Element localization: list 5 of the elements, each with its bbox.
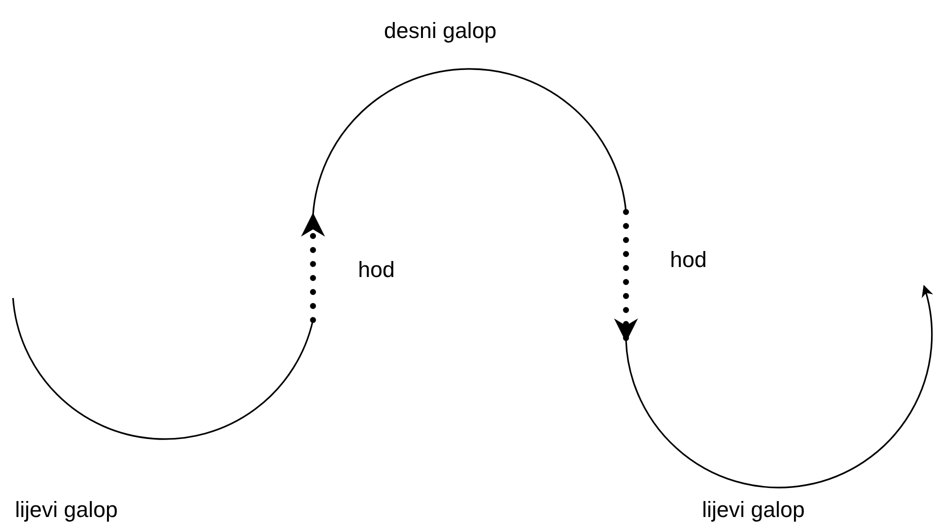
path-label: desni galop (384, 18, 497, 44)
path-label: lijevi galop (702, 497, 805, 522)
dotted-arrow (301, 212, 325, 323)
path-label: lijevi galop (15, 497, 118, 522)
dotted-arrow (614, 209, 638, 343)
